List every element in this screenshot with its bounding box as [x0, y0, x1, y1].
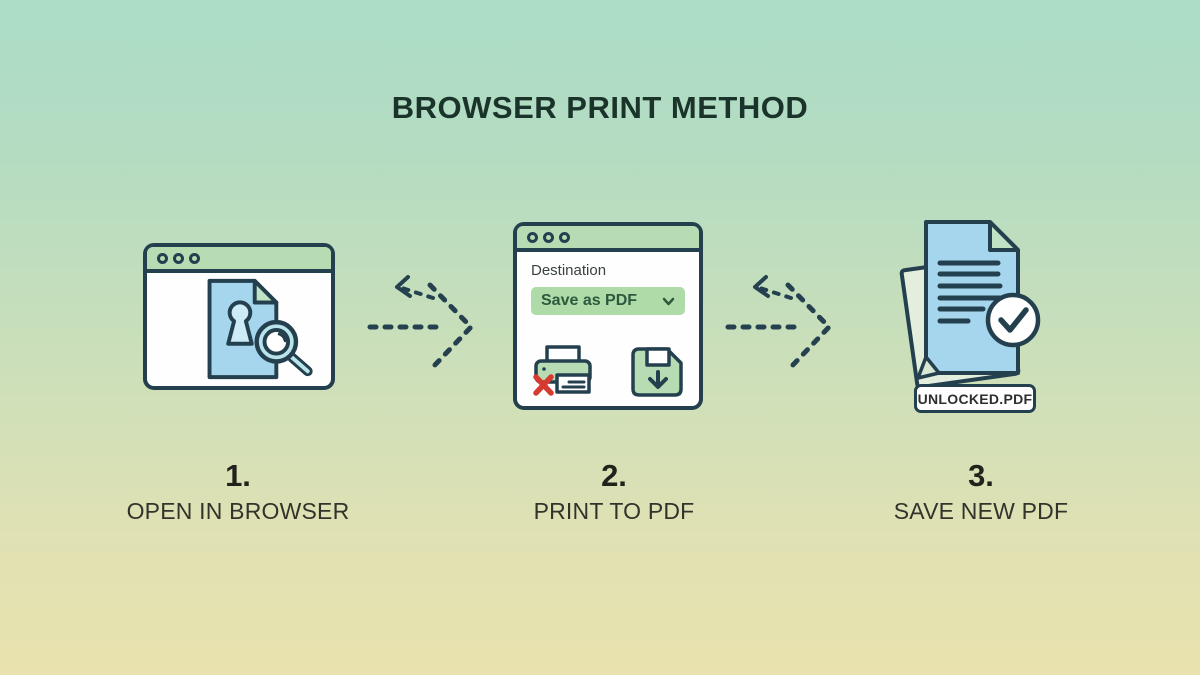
dashed-arrow-icon [367, 275, 474, 370]
browser-window-titlebar [147, 247, 331, 273]
locked-document-search-icon [207, 278, 313, 379]
step-label: PRINT TO PDF [533, 498, 695, 524]
page-title: BROWSER PRINT METHOD [391, 90, 809, 125]
step-caption-3: 3. SAVE NEW PDF [831, 458, 1131, 525]
browser-window-body [147, 273, 331, 386]
window-dot-icon [173, 252, 184, 264]
browser-window-illustration [143, 243, 335, 390]
printer-disabled-icon [533, 345, 592, 396]
print-dialog-titlebar [517, 226, 699, 252]
step-number: 1. [225, 458, 251, 493]
step-number: 2. [601, 458, 627, 493]
window-dot-icon [559, 231, 570, 243]
step-label: OPEN IN BROWSER [126, 498, 350, 524]
step-number: 3. [968, 458, 994, 493]
window-dot-icon [543, 231, 554, 243]
unlocked-document-check-icon [899, 220, 1041, 390]
destination-dropdown: Save as PDF [531, 287, 685, 315]
window-dot-icon [189, 252, 200, 264]
destination-label: Destination [531, 262, 607, 279]
print-dialog-body: Destination Save as PDF [517, 252, 699, 397]
chevron-down-icon [662, 297, 675, 305]
step-caption-1: 1. OPEN IN BROWSER [88, 458, 388, 525]
unlocked-filename-badge: UNLOCKED.PDF [914, 384, 1036, 413]
step-caption-2: 2. PRINT TO PDF [464, 458, 764, 525]
destination-dropdown-value: Save as PDF [541, 292, 638, 309]
print-dialog-illustration: Destination Save as PDF [513, 222, 703, 410]
window-dot-icon [157, 252, 168, 264]
print-dialog-icons-row [531, 345, 685, 397]
dashed-arrow-icon [725, 275, 832, 370]
step-label: SAVE NEW PDF [893, 498, 1069, 524]
save-download-icon [631, 347, 683, 397]
window-dot-icon [527, 231, 538, 243]
